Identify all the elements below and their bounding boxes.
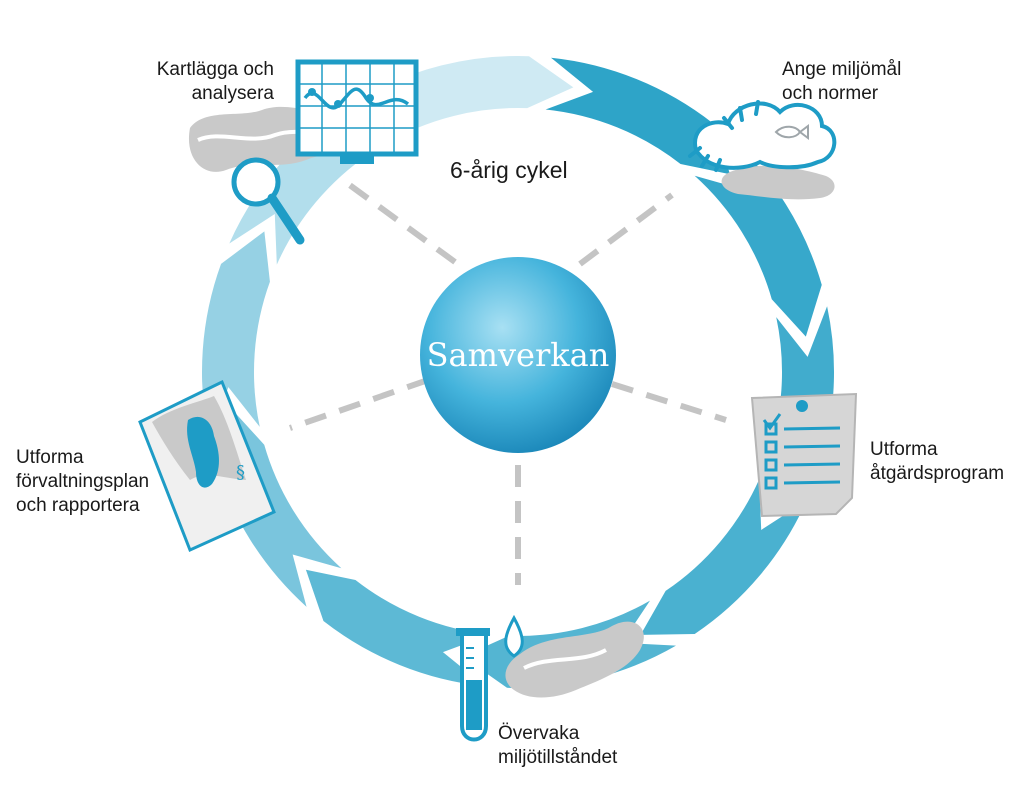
ring-arrow-segment (640, 479, 807, 635)
step-label-line: åtgärdsprogram (870, 463, 1005, 484)
magnifier-handle (267, 193, 305, 245)
step-label-line: Övervaka (498, 723, 580, 744)
step-label-line: Utforma (16, 447, 84, 468)
ring-arrow-segment (305, 569, 491, 687)
step-label-kartlagga: Kartlägga och analysera (140, 58, 274, 106)
monitor-chart-line (303, 87, 410, 110)
step-label-line: förvaltningsplan (16, 471, 150, 492)
spoke-left (289, 377, 429, 431)
spoke-right (611, 381, 727, 423)
spoke-top-left (338, 175, 457, 265)
ring-arrow-segment (545, 57, 731, 175)
center-circle (420, 257, 616, 453)
test-tube-drop-icon (456, 614, 644, 742)
monitor-stand (340, 156, 374, 164)
step-label-line: analysera (191, 83, 274, 104)
spoke-top-right (578, 192, 674, 267)
pin (796, 400, 808, 412)
step-label-forvaltning: Utforma förvaltningsplan och rapportera (16, 446, 176, 518)
paragraph-icon: § (236, 462, 245, 483)
step-label-line: och rapportera (16, 495, 140, 516)
step-label-ange: Ange miljömål och normer (782, 58, 932, 106)
map-blue-area (187, 416, 219, 488)
step-label-atgard: Utforma åtgärdsprogram (870, 438, 1020, 486)
fish-icon (774, 124, 809, 140)
step-label-line: Kartlägga och (156, 59, 274, 80)
map-paragraph-icon: § (138, 379, 276, 553)
grey-blob-top-right (721, 165, 835, 200)
step-label-line: Ange miljömål (782, 59, 902, 80)
step-label-line: och normer (782, 83, 879, 104)
spokes (289, 175, 727, 585)
center-label: Samverkan (427, 336, 610, 374)
step-label-line: miljötillståndet (498, 747, 618, 768)
magnifier-lens (231, 157, 281, 207)
cloud-outline (693, 101, 837, 170)
water-drop (504, 614, 524, 658)
monitor-chart-magnifier-icon (188, 59, 419, 245)
document-sheet (750, 392, 858, 518)
step-label-overvaka: Övervaka miljötillståndet (498, 722, 658, 770)
checklist-document-icon (750, 392, 858, 518)
cycle-label: 6-årig cykel (450, 157, 568, 183)
step-label-line: Utforma (870, 439, 938, 460)
monitor-frame (295, 59, 419, 157)
test-tube-cap (456, 628, 490, 636)
cloud-fish-icon (688, 100, 837, 200)
